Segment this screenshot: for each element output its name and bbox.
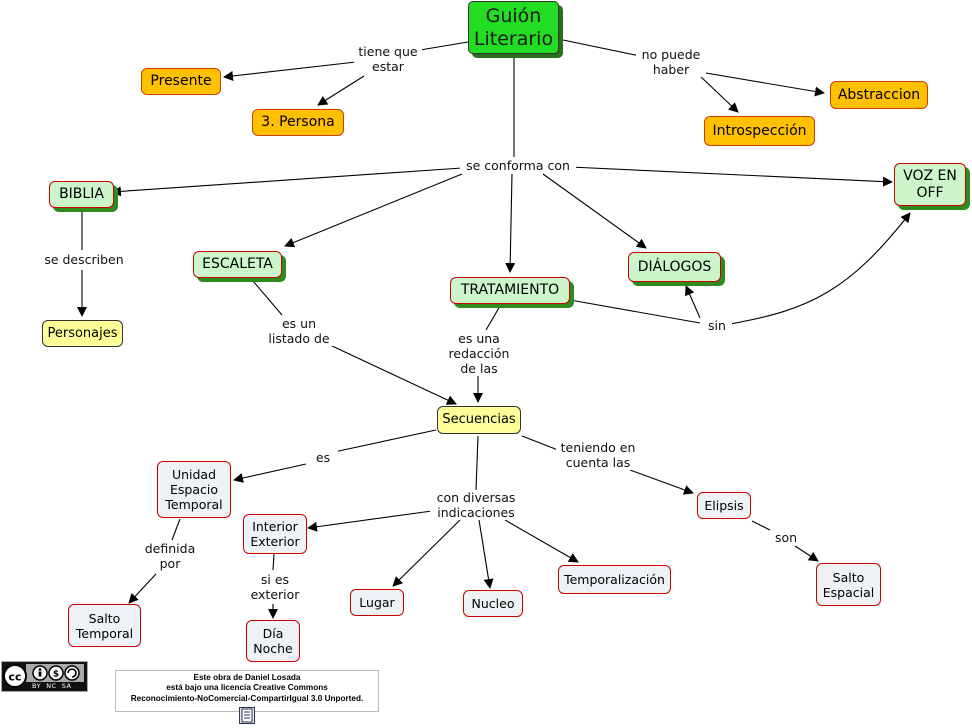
- link-sin: sin: [702, 318, 732, 333]
- node-tratamiento[interactable]: TRATAMIENTO: [450, 277, 570, 304]
- cc-license-badge[interactable]: cc $ BY NC SA: [1, 661, 88, 692]
- link-si-es-exterior: si es exterior: [244, 572, 306, 602]
- node-salto-espacial[interactable]: Salto Espacial: [816, 563, 881, 606]
- node-lugar[interactable]: Lugar: [350, 589, 404, 616]
- link-teniendo-en-cuenta: teniendo en cuenta las: [556, 440, 640, 470]
- node-secuencias[interactable]: Secuencias: [437, 406, 521, 434]
- svg-text:$: $: [53, 670, 59, 680]
- link-no-puede-haber: no puede haber: [636, 47, 706, 77]
- node-salto-temporal[interactable]: Salto Temporal: [68, 604, 141, 647]
- node-voz-en-off[interactable]: VOZ EN OFF: [894, 163, 966, 206]
- node-temporalizacion[interactable]: Temporalización: [558, 565, 671, 594]
- node-dialogos[interactable]: DIÁLOGOS: [628, 252, 721, 282]
- node-escaleta[interactable]: ESCALETA: [193, 251, 282, 278]
- node-presente[interactable]: Presente: [141, 68, 221, 95]
- document-icon[interactable]: [239, 707, 255, 724]
- link-se-conforma-con: se conforma con: [460, 158, 576, 173]
- link-es-un-listado-de: es un listado de: [262, 316, 336, 346]
- license-line-terms: Reconocimiento-NoComercial-CompartirIgua…: [130, 693, 364, 703]
- link-definida-por: definida por: [138, 541, 202, 571]
- link-es: es: [308, 450, 338, 465]
- link-tiene-que-estar: tiene que estar: [354, 44, 422, 74]
- node-interior-exterior[interactable]: Interior Exterior: [243, 514, 307, 554]
- node-biblia[interactable]: BIBLIA: [49, 181, 114, 208]
- node-3-persona[interactable]: 3. Persona: [252, 109, 344, 136]
- link-con-diversas-indicaciones: con diversas indicaciones: [430, 490, 522, 520]
- node-nucleo[interactable]: Nucleo: [463, 590, 523, 617]
- link-es-una-redaccion: es una redacción de las: [444, 331, 514, 376]
- link-se-describen: se describen: [38, 252, 130, 267]
- node-unidad-espacio-temporal[interactable]: Unidad Espacio Temporal: [157, 461, 231, 518]
- node-guion-literario[interactable]: Guión Literario: [468, 1, 559, 54]
- svg-text:cc: cc: [8, 671, 21, 684]
- license-line-cc: está bajo una licencia Creative Commons: [166, 683, 328, 693]
- cc-badge-text: BY NC SA: [32, 682, 72, 690]
- cc-icon: cc $: [2, 662, 87, 691]
- node-introspeccion[interactable]: Introspección: [704, 116, 815, 146]
- link-son: son: [770, 530, 802, 545]
- license-line-author: Este obra de Daniel Losada: [193, 673, 301, 682]
- node-personajes[interactable]: Personajes: [42, 320, 123, 347]
- node-elipsis[interactable]: Elipsis: [697, 492, 751, 519]
- license-notice[interactable]: Este obra de Daniel Losada está bajo una…: [115, 670, 379, 712]
- node-abstraccion[interactable]: Abstraccion: [830, 81, 928, 109]
- node-dia-noche[interactable]: Día Noche: [246, 620, 300, 662]
